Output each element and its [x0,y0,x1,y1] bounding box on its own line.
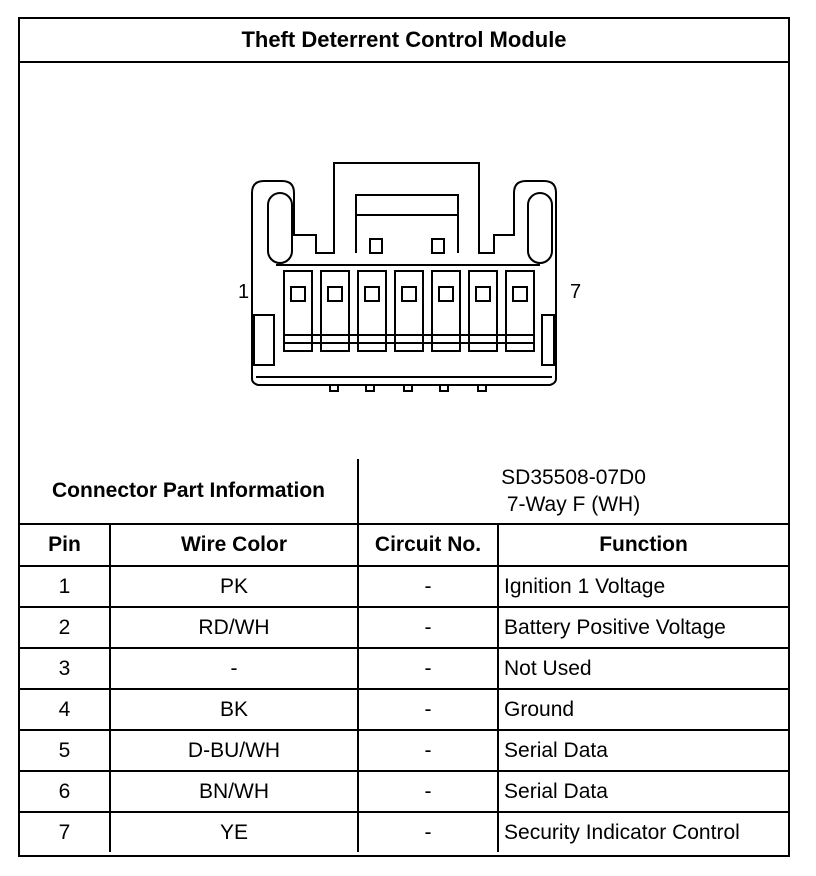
pin-7-label: 7 [570,281,582,303]
circuit-cell: - [357,688,500,731]
table-row: 6 BN/WH - Serial Data [20,770,789,813]
function-cell: Not Used [497,647,789,690]
pin-cell: 6 [20,770,111,813]
latch-tab-right [431,238,445,254]
function-cell: Ignition 1 Voltage [497,565,789,608]
col-circuit-header: Circuit No. [357,523,500,567]
part-info-row: Connector Part Information SD35508-07D0 … [20,459,789,525]
wire-color-cell: YE [108,811,360,852]
function-cell: Security Indicator Control [497,811,789,852]
col-pin-header: Pin [20,523,111,567]
wire-color-cell: BN/WH [108,770,360,813]
table-row: 2 RD/WH - Battery Positive Voltage [20,606,789,649]
terminal-1 [283,270,313,352]
circuit-cell: - [357,729,500,772]
wire-color-cell: RD/WH [108,606,360,649]
connector-diagram: 1 7 [20,63,788,459]
pin-cell: 3 [20,647,111,690]
latch-slot-left [267,192,293,264]
function-cell: Serial Data [497,729,789,772]
latch-slot-right [527,192,553,264]
pinout-table: Connector Part Information SD35508-07D0 … [20,459,789,852]
terminal-bands [284,334,534,344]
terminal-contacts [290,286,528,302]
part-description: 7-Way F (WH) [506,493,641,516]
col-wire-color-header: Wire Color [108,523,360,567]
part-info-value: SD35508-07D0 7-Way F (WH) [357,459,789,525]
table-row: 4 BK - Ground [20,688,789,731]
terminal-5 [431,270,461,352]
wire-color-cell: D-BU/WH [108,729,360,772]
wire-color-cell: PK [108,565,360,608]
column-headers: Pin Wire Color Circuit No. Function [20,523,789,567]
pin-cell: 7 [20,811,111,852]
circuit-cell: - [357,770,500,813]
side-rib-right [541,314,555,366]
terminal-6 [468,270,498,352]
col-function-header: Function [497,523,789,567]
function-cell: Battery Positive Voltage [497,606,789,649]
part-info-label: Connector Part Information [20,459,360,525]
table-row: 1 PK - Ignition 1 Voltage [20,565,789,608]
module-title: Theft Deterrent Control Module [20,19,788,63]
terminal-4 [394,270,424,352]
pin-cell: 5 [20,729,111,772]
table-row: 5 D-BU/WH - Serial Data [20,729,789,772]
latch-center [355,194,459,253]
terminal-2 [320,270,350,352]
circuit-cell: - [357,811,500,852]
connector-housing-outline [251,162,557,386]
function-cell: Ground [497,688,789,731]
circuit-cell: - [357,647,500,690]
terminal-cavities [283,270,535,352]
bottom-keys [329,385,487,392]
connector-face-drawing [251,162,557,392]
pin-cell: 4 [20,688,111,731]
circuit-cell: - [357,565,500,608]
latch-tab-left [369,238,383,254]
table-row: 3 - - Not Used [20,647,789,690]
side-rib-left [253,314,275,366]
pin-cell: 1 [20,565,111,608]
function-cell: Serial Data [497,770,789,813]
wire-color-cell: BK [108,688,360,731]
table-row: 7 YE - Security Indicator Control [20,811,789,852]
circuit-cell: - [357,606,500,649]
pin-cell: 2 [20,606,111,649]
wire-color-cell: - [108,647,360,690]
terminal-7 [505,270,535,352]
pin-1-label: 1 [238,281,250,303]
terminal-3 [357,270,387,352]
part-number: SD35508-07D0 [501,466,646,489]
connector-sheet: Theft Deterrent Control Module [18,17,790,857]
